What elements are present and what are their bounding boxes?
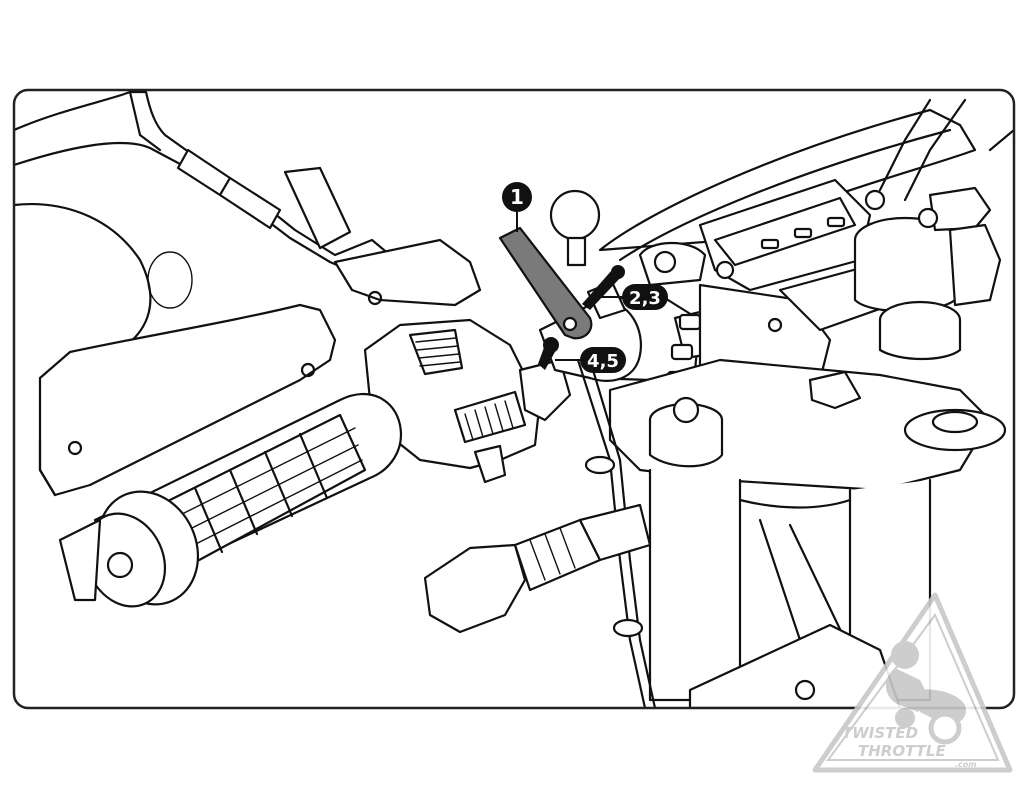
screws (538, 265, 625, 370)
callout-2-3-label: 2,3 (629, 288, 661, 309)
callout-4-5: 4,5 (555, 347, 626, 373)
hand-guard (38, 303, 337, 497)
highlighted-mount-plate (498, 226, 593, 340)
mount-arm (498, 189, 627, 340)
logo-suffix: .com (955, 760, 977, 769)
callout-1: 1 (502, 182, 532, 232)
twisted-throttle-logo: TWISTED THROTTLE .com (812, 592, 1013, 773)
illustration (14, 90, 1014, 708)
turn-signal (423, 503, 652, 634)
rider-icon (885, 641, 966, 745)
lever-arm (333, 238, 482, 307)
cable (576, 358, 657, 708)
diagram-frame (12, 88, 1016, 710)
logo-line-1: TWISTED (842, 724, 918, 742)
fork-tubes (608, 358, 1007, 702)
callout-1-label: 1 (510, 185, 524, 209)
logo-line-2: THROTTLE (858, 742, 946, 760)
callout-2-3: 2,3 (598, 284, 668, 310)
steering-assembly (598, 98, 1014, 397)
callout-4-5-label: 4,5 (587, 351, 619, 372)
handlebar-grip (58, 392, 403, 608)
left-mirror (14, 90, 392, 277)
